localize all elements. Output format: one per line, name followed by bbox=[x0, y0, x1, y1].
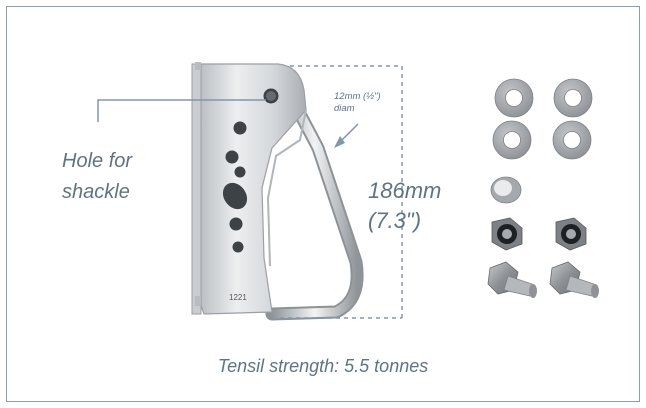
bolt bbox=[549, 261, 599, 298]
hole-label-line-2: shackle bbox=[62, 181, 130, 203]
spacer-sleeve bbox=[490, 176, 522, 204]
diameter-line-1: 12mm (½") bbox=[334, 91, 381, 102]
length-line-2: (7.3") bbox=[368, 208, 422, 233]
frame-border bbox=[6, 6, 640, 402]
tensile-strength-caption: Tensil strength: 5.5 tonnes bbox=[217, 356, 429, 376]
lock-nut-set bbox=[491, 217, 587, 251]
part-marking: 1221 bbox=[229, 293, 247, 302]
bolt-set bbox=[487, 261, 599, 298]
lock-nut bbox=[491, 217, 523, 251]
bracket-image bbox=[191, 62, 364, 321]
diameter-arrow bbox=[334, 123, 359, 148]
length-label: 186mm (7.3") bbox=[368, 176, 441, 236]
bolt bbox=[487, 261, 537, 298]
hole-diameter-label: 12mm (½") diam bbox=[334, 91, 381, 115]
washer-set bbox=[492, 78, 593, 160]
diameter-line-2: diam bbox=[334, 103, 355, 114]
washer bbox=[553, 78, 593, 118]
washer bbox=[492, 120, 532, 160]
hole-for-shackle-label: Hole for shackle bbox=[62, 146, 132, 208]
washer bbox=[494, 78, 534, 118]
height-dimension-line bbox=[280, 65, 403, 319]
hole-label-line-1: Hole for bbox=[62, 150, 133, 172]
hole-leader-line bbox=[97, 99, 266, 122]
length-line-1: 186mm bbox=[368, 178, 442, 203]
lock-nut bbox=[555, 217, 587, 251]
washer bbox=[552, 120, 592, 160]
